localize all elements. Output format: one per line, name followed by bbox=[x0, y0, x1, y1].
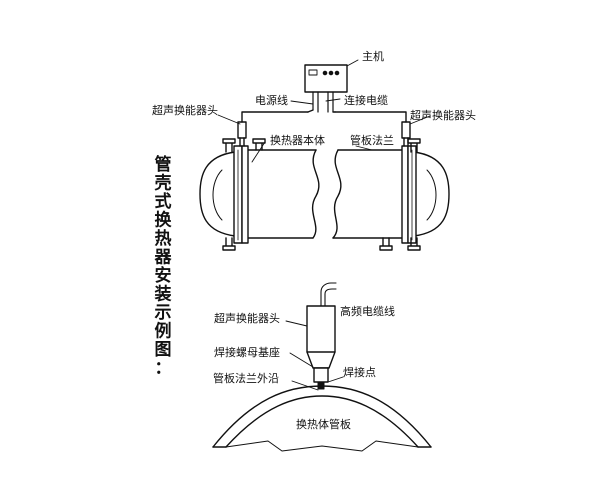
vertical-title-char: 热 bbox=[155, 228, 172, 249]
vertical-title-char: 式 bbox=[155, 191, 172, 212]
nozzles bbox=[222, 138, 421, 251]
label-power-cable: 电源线 bbox=[255, 93, 288, 107]
label-connection-cable: 连接电缆 bbox=[344, 94, 388, 107]
vertical-title-char: 装 bbox=[154, 284, 172, 305]
vertical-title-char: ： bbox=[155, 359, 172, 379]
vertical-title-char: 换 bbox=[155, 210, 173, 231]
left-flange bbox=[233, 145, 249, 244]
host-unit bbox=[304, 64, 348, 113]
vertical-title-char: 图 bbox=[155, 340, 172, 360]
label-transducer-right: 超声换能器头 bbox=[410, 108, 476, 122]
label-flange-edge: 管板法兰外沿 bbox=[213, 371, 279, 385]
label-weld-nut-base: 焊接螺母基座 bbox=[214, 345, 280, 359]
transducer-left bbox=[237, 111, 309, 147]
label-detail-transducer: 超声换能器头 bbox=[214, 311, 280, 325]
label-transducer-left: 超声换能器头 bbox=[152, 103, 218, 117]
heat-exchanger-shell bbox=[199, 149, 450, 239]
bottom-leaders bbox=[285, 320, 344, 391]
vertical-title-char: 安 bbox=[155, 265, 172, 286]
top-leaders bbox=[217, 59, 431, 163]
transducer-right bbox=[334, 111, 411, 147]
right-flange bbox=[401, 145, 417, 244]
vertical-title-char: 器 bbox=[154, 248, 173, 268]
label-weld-point: 焊接点 bbox=[343, 365, 376, 379]
label-exchanger-body: 换热器本体 bbox=[270, 133, 325, 147]
label-hf-cable: 高频电缆线 bbox=[340, 304, 395, 318]
vertical-title: 管壳式换热器安装示例图： bbox=[154, 154, 173, 379]
detail-transducer bbox=[306, 282, 337, 390]
label-host: 主机 bbox=[362, 49, 384, 63]
vertical-title-char: 示 bbox=[155, 303, 172, 323]
vertical-title-char: 壳 bbox=[154, 173, 172, 194]
vertical-title-char: 例 bbox=[155, 321, 172, 342]
label-tube-sheet-flange: 管板法兰 bbox=[350, 133, 394, 147]
label-body-tube-sheet: 换热体管板 bbox=[296, 417, 351, 431]
vertical-title-char: 管 bbox=[155, 154, 172, 175]
